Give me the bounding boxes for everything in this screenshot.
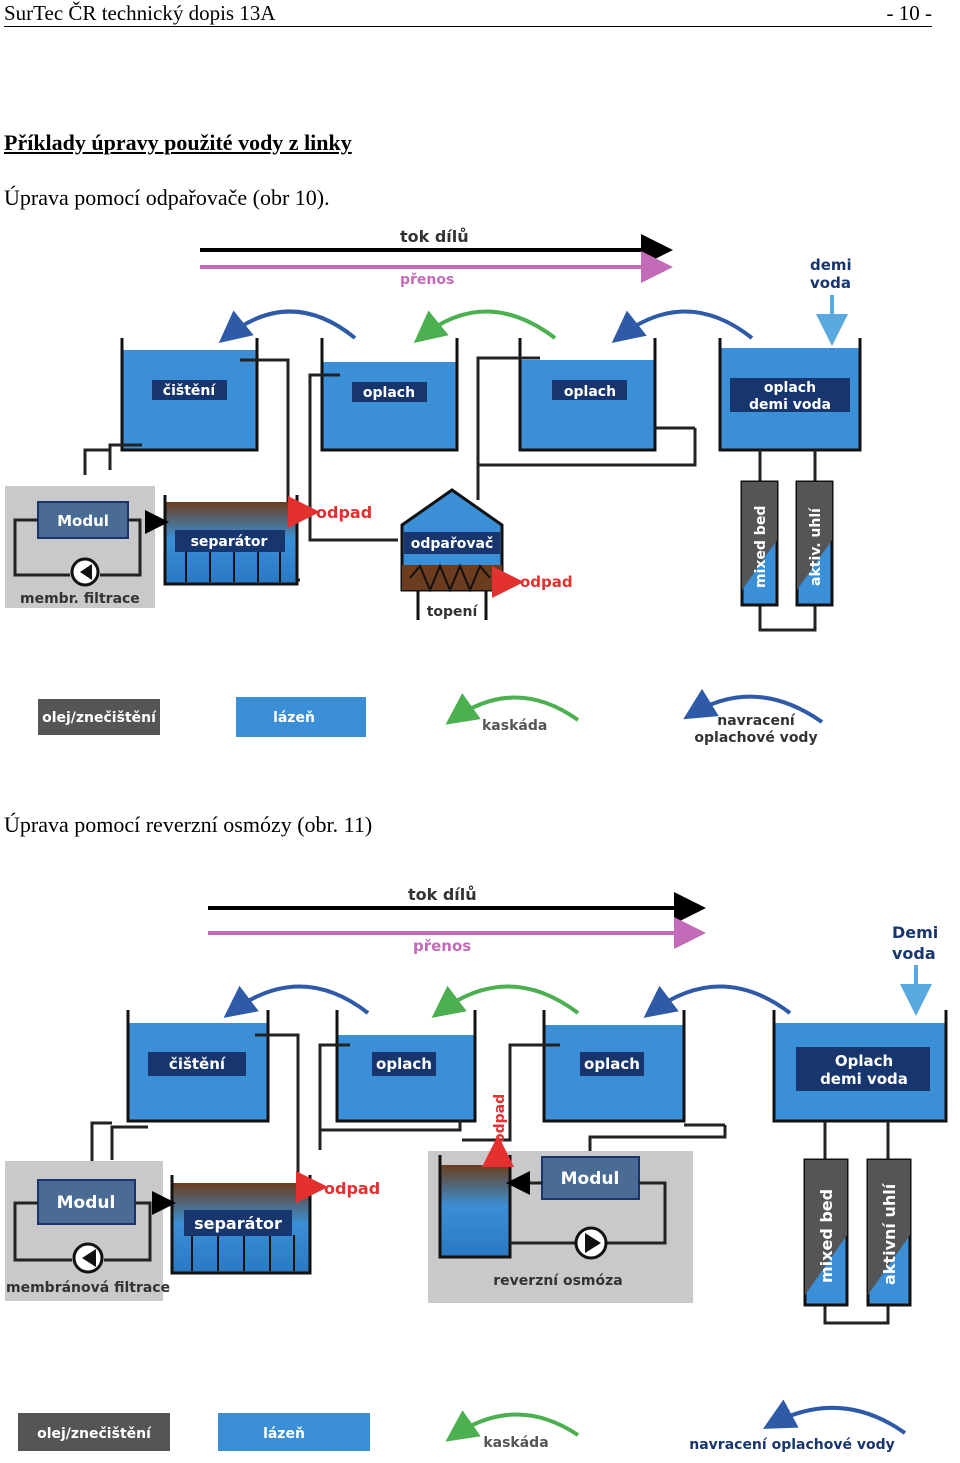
- separator-tank: separátor: [170, 1175, 312, 1275]
- membr-label: membránová filtrace: [6, 1280, 170, 1296]
- legend-cascade-arrow: [445, 1410, 580, 1442]
- legend-return-arrow: [683, 688, 824, 724]
- figure-10-caption: Úprava pomocí odpařovače (obr 10).: [4, 185, 330, 210]
- waste-label: odpad: [520, 573, 573, 591]
- legend-cascade-label: kaskáda: [482, 718, 547, 734]
- waste-label-vertical: odpad: [492, 1094, 508, 1143]
- legend-oil-label: olej/znečištění: [42, 710, 157, 726]
- demi-label-2: voda: [892, 944, 936, 963]
- membrane-filtration-unit: Modul membránová filtrace: [5, 1161, 170, 1301]
- activated-carbon-column: aktiv. uhlí: [795, 480, 834, 607]
- legend-oil-label: olej/znečištění: [37, 1426, 152, 1442]
- modul-label: Modul: [57, 512, 109, 530]
- tank-label: čištění: [169, 1055, 226, 1073]
- reverse-osmosis-unit: odpad Modul reverzní osmóza: [428, 1094, 693, 1303]
- tank-label: demi voda: [749, 397, 831, 413]
- legend-return-label: navracení oplachové vody: [689, 1437, 894, 1453]
- activated-carbon-column: aktivní uhlí: [866, 1158, 912, 1307]
- heating-label: topení: [427, 604, 479, 620]
- tank-label: Oplach: [835, 1052, 893, 1070]
- tank-demi: Oplach demi voda: [772, 1010, 948, 1123]
- membrane-filtration-unit: Modul membr. filtrace: [5, 486, 155, 608]
- pipes: [83, 356, 817, 632]
- evaporator: odpařovač topení: [400, 488, 504, 620]
- page-header: SurTec ČR technický dopis 13A - 10 -: [4, 0, 932, 27]
- tank-demi: oplach demi voda: [718, 338, 862, 452]
- membr-label: membr. filtrace: [20, 591, 140, 607]
- reverse-osmosis-label: reverzní osmóza: [493, 1273, 622, 1289]
- return-arc: [218, 309, 357, 344]
- tank-label: oplach: [584, 1055, 640, 1073]
- modul-label: Modul: [561, 1169, 620, 1189]
- legend-oil-swatch: [38, 699, 160, 735]
- legend-return-label-2: oplachové vody: [694, 730, 817, 746]
- flow-label: tok dílů: [408, 885, 477, 904]
- mixed-bed-label: mixed bed: [753, 506, 769, 588]
- waste-label: odpad: [316, 503, 372, 522]
- activated-carbon-label: aktiv. uhlí: [808, 507, 824, 586]
- evaporator-label: odpařovač: [411, 536, 494, 552]
- modul-label: Modul: [57, 1193, 116, 1213]
- tank-label: oplach: [564, 384, 616, 400]
- figure-11-reverse-osmosis-diagram: tok dílů přenos Demi voda čištění oplach…: [5, 885, 948, 1453]
- tank-label: čištění: [163, 383, 217, 399]
- legend-return-label-1: navracení: [717, 713, 796, 729]
- waste-label: odpad: [324, 1179, 380, 1198]
- tank-oplach-2: oplach: [542, 1010, 686, 1123]
- figure-11-caption: Úprava pomocí reverzní osmózy (obr. 11): [4, 812, 373, 837]
- legend-cascade-arrow: [445, 693, 580, 725]
- legend-return-arrow: [762, 1399, 907, 1435]
- header-left: SurTec ČR technický dopis 13A: [4, 1, 276, 25]
- demi-label-1: Demi: [892, 923, 938, 942]
- cascade-arc: [413, 309, 557, 344]
- section-heading: Příklady úpravy použité vody z linky: [4, 130, 352, 155]
- legend-oil-swatch: [18, 1413, 170, 1451]
- mixed-bed-column: mixed bed: [803, 1158, 849, 1307]
- tank-label: oplach: [764, 380, 816, 396]
- tank-oplach-2: oplach: [518, 338, 657, 452]
- separator-tank: separátor: [163, 495, 299, 586]
- heater-icon: [409, 563, 491, 593]
- demi-label-2: voda: [810, 274, 851, 292]
- tank-cisteni: čištění: [126, 1010, 270, 1123]
- legend-bath-label: lázeň: [273, 710, 315, 726]
- legend-cascade-label: kaskáda: [483, 1435, 548, 1451]
- activated-carbon-label: aktivní uhlí: [880, 1182, 899, 1285]
- separator-label: separátor: [194, 1214, 282, 1233]
- mixed-bed-label: mixed bed: [817, 1189, 836, 1283]
- return-arc: [611, 309, 754, 343]
- return-arc: [223, 984, 370, 1018]
- return-arc: [643, 984, 792, 1018]
- tank-label: demi voda: [820, 1070, 908, 1088]
- legend-bath-swatch: [218, 1413, 370, 1451]
- flow-label: tok dílů: [400, 227, 469, 246]
- tank-cisteni: čištění: [120, 338, 259, 452]
- cascade-arc: [431, 984, 580, 1018]
- page-number: - 10 -: [886, 1, 933, 25]
- legend-bath-label: lázeň: [263, 1426, 305, 1442]
- demi-label-1: demi: [810, 256, 852, 274]
- legend-bath-swatch: [236, 697, 366, 737]
- separator-label: separátor: [191, 534, 268, 550]
- mixed-bed-column: mixed bed: [740, 480, 779, 607]
- tank-label: oplach: [376, 1055, 432, 1073]
- carryover-label: přenos: [400, 272, 454, 288]
- tank-oplach-1: oplach: [320, 338, 459, 452]
- tank-oplach-1: oplach: [335, 1010, 477, 1123]
- figure-10-evaporator-diagram: tok dílů přenos demi voda čištění oplach…: [5, 227, 862, 746]
- carryover-label: přenos: [413, 937, 471, 955]
- tank-label: oplach: [363, 385, 415, 401]
